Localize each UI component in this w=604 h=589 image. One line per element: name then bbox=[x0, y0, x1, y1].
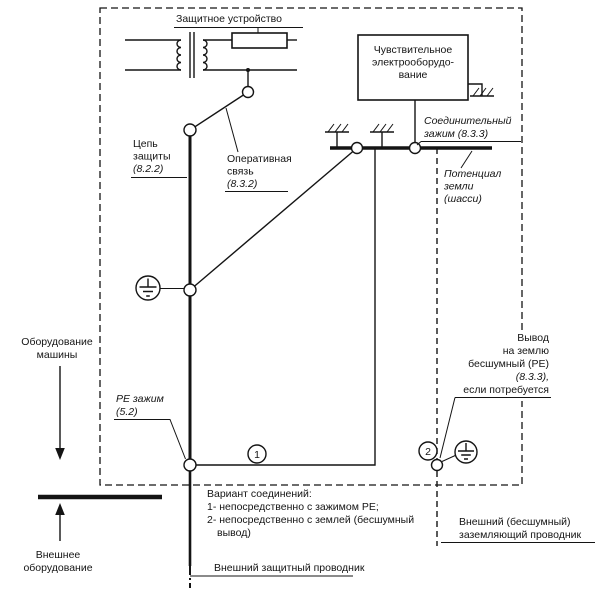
bar-terminal bbox=[350, 141, 364, 155]
protection-circuit-ref: (8.2.2) bbox=[133, 163, 163, 175]
quiet-ground-label: если потребуется bbox=[463, 384, 549, 396]
label-backdrop bbox=[447, 331, 553, 401]
secondary-bond-terminal bbox=[241, 85, 255, 99]
chassis-hatches bbox=[372, 123, 394, 133]
bonding-terminal-label: Соединительный bbox=[424, 115, 512, 127]
protective-device-label: Защитное устройство bbox=[176, 13, 282, 25]
external-ground-conductor-label: Внешний (бесшумный) bbox=[459, 516, 570, 528]
operational-bond-label: связь bbox=[227, 166, 254, 178]
ground-potential-leader bbox=[460, 150, 473, 169]
sensitive-equipment-box bbox=[357, 34, 469, 101]
chassis-ground-icon bbox=[370, 123, 394, 148]
quiet-ground-label: бесшумный (PE) bbox=[468, 358, 549, 370]
sensitive-equipment-label: Чувствительное bbox=[374, 44, 453, 56]
primary-winding bbox=[176, 39, 182, 71]
junction-dot bbox=[246, 68, 250, 72]
variants-item: вывод) bbox=[217, 527, 251, 539]
transformer-symbol bbox=[125, 32, 297, 78]
operational-bond-ref: (8.3.2) bbox=[227, 178, 257, 190]
bonding-terminal-circle bbox=[408, 141, 422, 155]
earth-circle bbox=[454, 440, 478, 464]
arrow-head-up bbox=[55, 503, 65, 515]
variant-1-marker bbox=[247, 444, 267, 464]
earth-circle bbox=[135, 275, 161, 301]
chassis-hatches bbox=[472, 87, 494, 97]
protection-circuit-mid-terminal bbox=[183, 283, 197, 297]
operational-bond-label: Оперативная bbox=[227, 153, 292, 165]
external-protective-conductor-label: Внешний защитный проводник bbox=[214, 562, 365, 574]
operational-bond-leader bbox=[225, 107, 288, 192]
ground-potential-label: земли bbox=[443, 181, 474, 193]
pe-terminal-circle bbox=[183, 458, 197, 472]
machine-equipment-label: Оборудование bbox=[21, 336, 93, 348]
machine-equipment-label: машины bbox=[37, 349, 78, 361]
chassis-ground-icon bbox=[468, 83, 494, 97]
external-side-arrow-icon bbox=[55, 503, 65, 541]
external-equipment-label: оборудование bbox=[23, 562, 92, 574]
chassis-ground-icon bbox=[325, 123, 349, 148]
chassis-hatches bbox=[327, 123, 349, 133]
quiet-ground-leader bbox=[439, 397, 551, 459]
pe-terminal-ref: (5.2) bbox=[116, 406, 138, 418]
variants-header: Вариант соединений: bbox=[207, 488, 312, 500]
variant-2-number: 2 bbox=[425, 446, 431, 458]
pe-terminal-label: PE зажим bbox=[116, 393, 164, 405]
variant-2-marker bbox=[418, 441, 438, 461]
protection-circuit-top-terminal bbox=[183, 123, 197, 137]
external-ground-conductor-label: заземляющий проводник bbox=[459, 529, 581, 541]
variant-1-number: 1 bbox=[254, 449, 260, 461]
protective-device bbox=[231, 32, 297, 49]
machine-side-arrow-icon bbox=[55, 366, 65, 460]
protection-circuit-label: Цепь bbox=[133, 138, 158, 150]
variants-item: 1- непосредственно с зажимом PE; bbox=[207, 501, 379, 513]
machine-boundary-dashed-box bbox=[99, 7, 523, 486]
ground-potential-label: Потенциал bbox=[444, 168, 501, 180]
quiet-ground-label: Вывод bbox=[517, 332, 549, 344]
chassis-stub bbox=[468, 83, 483, 96]
quiet-ground-ref: (8.3.3), bbox=[516, 371, 549, 383]
quiet-ground-label: на землю bbox=[503, 345, 549, 357]
ground-potential-label: (шасси) bbox=[444, 193, 482, 205]
pe-terminal-leader bbox=[114, 419, 186, 460]
quiet-ground-terminal-circle bbox=[430, 458, 444, 472]
bonding-terminal-leader bbox=[416, 141, 521, 146]
operational-bond-wire bbox=[189, 91, 249, 131]
variants-item: 2- непосредственно с землей (бесшумный bbox=[207, 514, 414, 526]
bonding-terminal-label: зажим (8.3.3) bbox=[423, 128, 488, 140]
protective-device-leader bbox=[174, 27, 303, 33]
earth-connector bbox=[441, 455, 456, 462]
bonding-diagonal-wire bbox=[189, 147, 358, 291]
secondary-winding bbox=[202, 39, 208, 71]
connection-option1-wire bbox=[196, 148, 376, 466]
earth-bars bbox=[458, 443, 474, 460]
earth-ground-icon bbox=[135, 275, 184, 301]
earth-ground-icon bbox=[441, 440, 478, 464]
protection-circuit-label: защиты bbox=[133, 151, 171, 163]
earth-bars bbox=[139, 278, 157, 297]
external-equipment-label: Внешнее bbox=[36, 549, 81, 561]
arrow-head-down bbox=[55, 448, 65, 460]
sensitive-equipment-label: вание bbox=[399, 69, 428, 81]
fuse-box bbox=[231, 32, 288, 49]
sensitive-equipment-label: электрооборудо- bbox=[372, 57, 455, 69]
